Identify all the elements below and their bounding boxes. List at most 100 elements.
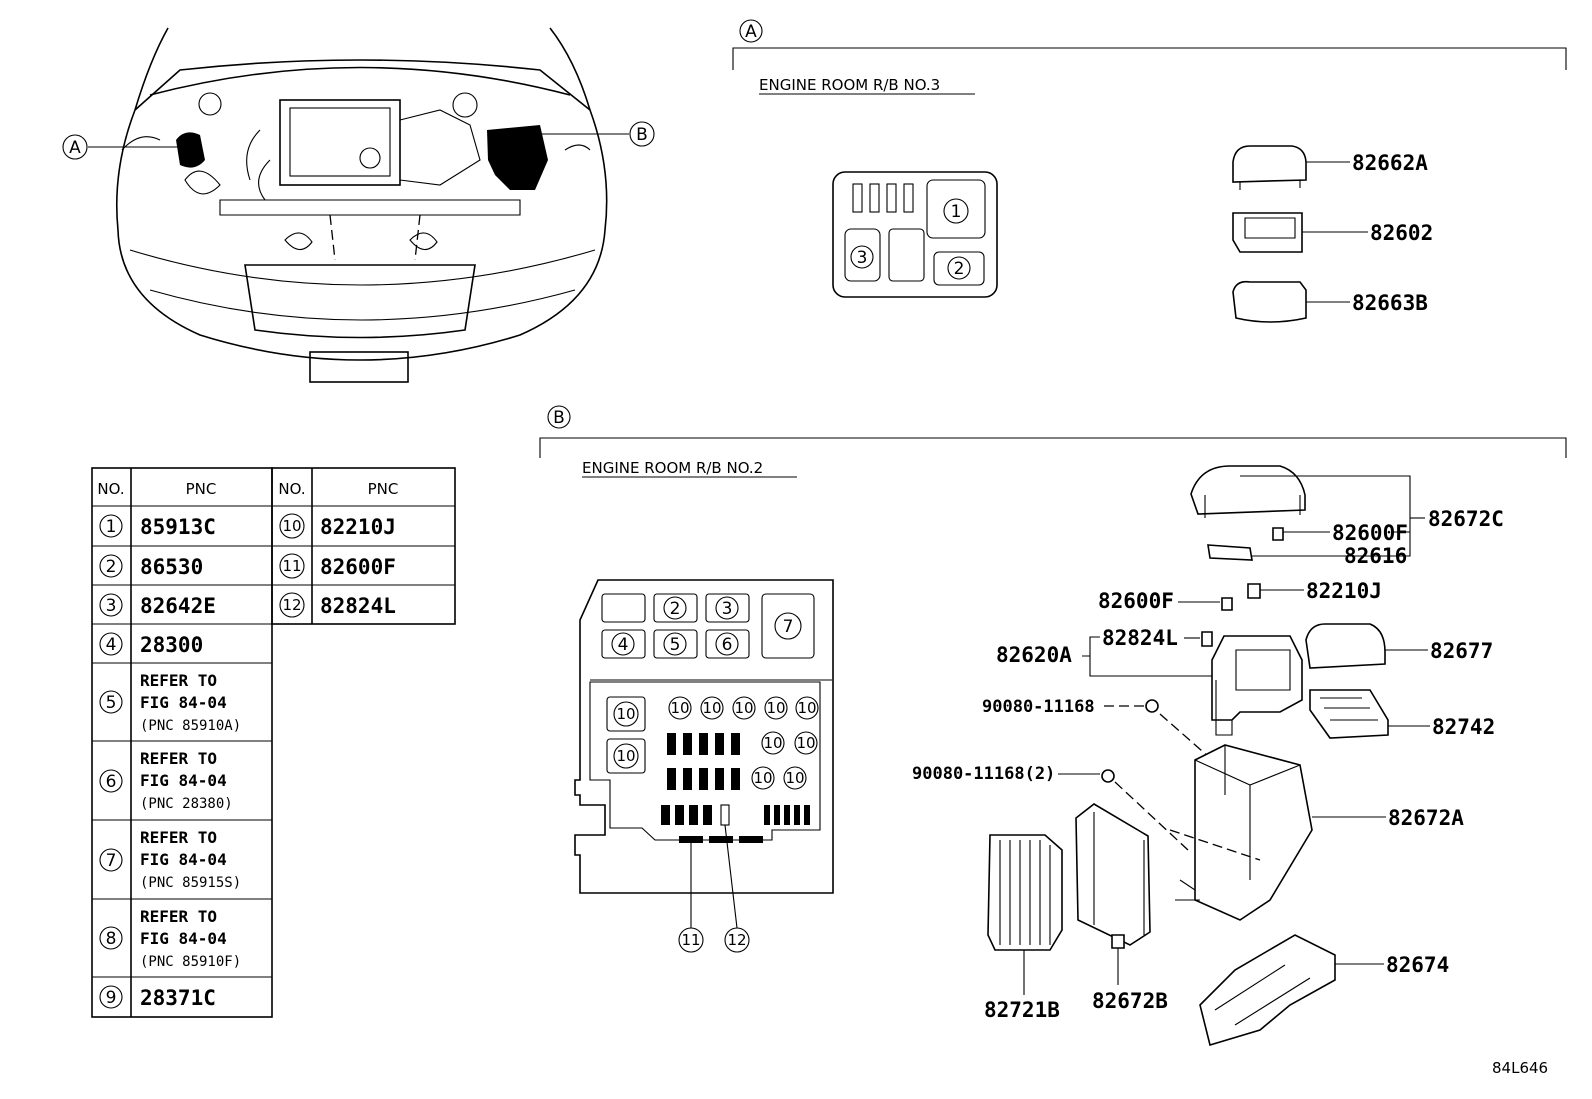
svg-text:82642E: 82642E [140,594,216,618]
table-row: 11 82600F [279,553,396,579]
table-row: 9 28371C [99,985,216,1010]
svg-text:B: B [636,125,648,145]
part-82824L: 82824L [1102,626,1178,650]
svg-text:(PNC 85910A): (PNC 85910A) [140,718,241,734]
svg-text:10: 10 [785,769,804,787]
svg-text:FIG 84-04: FIG 84-04 [140,771,227,790]
part-82602: 82602 [1370,221,1433,245]
figure-code: 84L646 [1492,1059,1548,1077]
svg-text:11: 11 [282,557,301,575]
svg-text:12: 12 [727,931,746,949]
table-row: 4 28300 [99,632,203,657]
svg-text:REFER TO: REFER TO [140,907,217,926]
part-82600F-mid: 82600F [1098,589,1174,613]
part-82620A: 82620A [996,643,1072,667]
svg-text:3: 3 [722,599,733,619]
part-82663B: 82663B [1352,291,1428,315]
table-row: 1 85913C [99,514,216,539]
svg-text:(PNC 28380): (PNC 28380) [140,796,233,812]
svg-text:2: 2 [106,557,117,577]
part-82662A: 82662A [1352,151,1428,175]
svg-text:7: 7 [783,617,794,637]
table-header-pnc: PNC [186,480,217,498]
part-82742: 82742 [1432,715,1495,739]
table-header-pnc-2: PNC [368,480,399,498]
table-row: 2 86530 [99,554,203,579]
svg-text:82210J: 82210J [320,515,396,539]
svg-text:7: 7 [106,851,117,871]
pnc-table: NO. PNC NO. PNC 1 85913C 2 86530 3 82642… [91,467,456,1018]
part-82616: 82616 [1344,544,1407,568]
part-90080-11168-2: 90080-11168(2) [912,764,1055,784]
car-callout-a: A [62,134,178,160]
part-82677: 82677 [1430,639,1493,663]
svg-text:10: 10 [282,517,301,535]
table-row: 3 82642E [99,593,216,618]
engine-bay-illustration [116,27,608,383]
part-82672A: 82672A [1388,806,1464,830]
svg-text:4: 4 [618,635,629,655]
svg-text:28300: 28300 [140,633,203,657]
table-row: 12 82824L [279,592,396,618]
table-row: 7 REFER TO FIG 84-04 (PNC 85915S) [99,828,241,891]
view-a-title: ENGINE ROOM R/B NO.3 [759,76,940,94]
part-82674: 82674 [1386,953,1449,977]
svg-text:82600F: 82600F [320,555,396,579]
svg-text:10: 10 [616,705,635,723]
svg-text:2: 2 [954,259,965,279]
svg-text:11: 11 [681,931,700,949]
fuse-bars [661,733,810,843]
view-a-callout: A [745,22,757,42]
svg-text:86530: 86530 [140,555,203,579]
view-b-title: ENGINE ROOM R/B NO.2 [582,459,763,477]
svg-text:85913C: 85913C [140,515,216,539]
view-b: B ENGINE ROOM R/B NO.2 2 3 4 5 6 7 10 10 [539,405,1567,1047]
svg-text:REFER TO: REFER TO [140,749,217,768]
svg-text:FIG 84-04: FIG 84-04 [140,693,227,712]
svg-text:9: 9 [106,988,117,1008]
part-82721B: 82721B [984,998,1060,1022]
svg-text:6: 6 [722,635,733,655]
svg-text:6: 6 [106,772,117,792]
part-90080-11168: 90080-11168 [982,697,1095,717]
table-row: 5 REFER TO FIG 84-04 (PNC 85910A) [99,671,241,734]
svg-text:12: 12 [282,596,301,614]
part-82210J: 82210J [1306,579,1382,603]
svg-text:2: 2 [670,599,681,619]
svg-text:3: 3 [106,596,117,616]
svg-text:28371C: 28371C [140,986,216,1010]
svg-text:3: 3 [857,248,868,268]
part-82672C: 82672C [1428,507,1504,531]
svg-text:10: 10 [702,699,721,717]
svg-text:(PNC 85910F): (PNC 85910F) [140,954,241,970]
table-header-no-2: NO. [278,480,305,498]
view-b-callout: B [553,408,565,428]
svg-text:10: 10 [734,699,753,717]
svg-text:82824L: 82824L [320,594,396,618]
svg-text:10: 10 [796,734,815,752]
svg-text:10: 10 [616,747,635,765]
part-82600F-top: 82600F [1332,521,1408,545]
svg-text:10: 10 [670,699,689,717]
svg-text:10: 10 [753,769,772,787]
table-header-no: NO. [97,480,124,498]
svg-text:REFER TO: REFER TO [140,828,217,847]
svg-text:5: 5 [106,693,117,713]
svg-text:(PNC 85915S): (PNC 85915S) [140,875,241,891]
svg-text:1: 1 [106,517,117,537]
svg-text:REFER TO: REFER TO [140,671,217,690]
svg-text:10: 10 [797,699,816,717]
part-82672B: 82672B [1092,989,1168,1013]
svg-text:10: 10 [763,734,782,752]
svg-text:FIG 84-04: FIG 84-04 [140,850,227,869]
svg-text:8: 8 [106,929,117,949]
svg-text:FIG 84-04: FIG 84-04 [140,929,227,948]
svg-text:A: A [69,138,81,158]
table-row: 6 REFER TO FIG 84-04 (PNC 28380) [99,749,233,812]
svg-text:5: 5 [670,635,681,655]
svg-text:1: 1 [951,202,962,222]
svg-text:4: 4 [106,635,117,655]
table-row: 8 REFER TO FIG 84-04 (PNC 85910F) [99,907,241,970]
fuse-row-top: 10 10 10 10 10 10 10 10 10 [668,696,819,790]
